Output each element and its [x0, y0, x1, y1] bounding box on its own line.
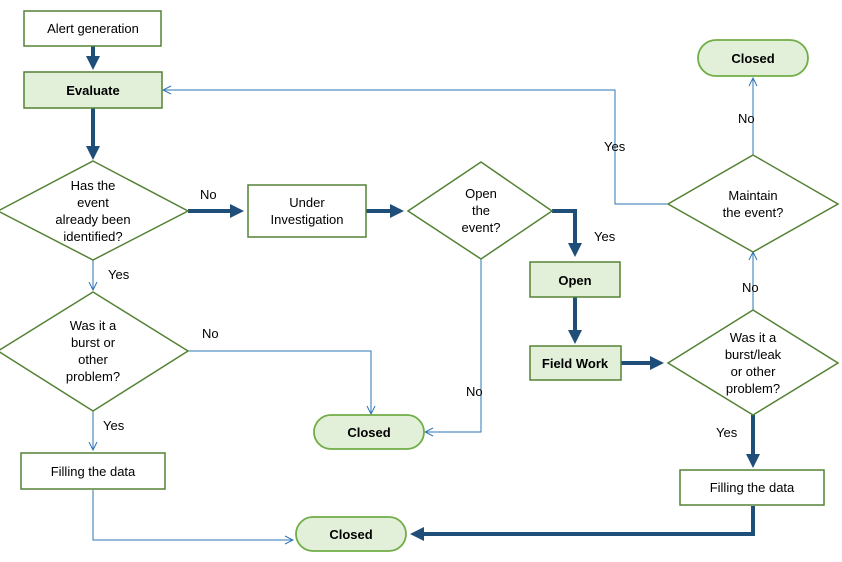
- node-under-investigation-line-1: Under: [289, 195, 325, 210]
- edge-label-maintain-yes: Yes: [604, 139, 626, 154]
- decision-burst-leak-problem: Was it a burst/leak or other problem?: [666, 309, 840, 416]
- node-alert-generation-label: Alert generation: [47, 21, 139, 36]
- node-evaluate-label: Evaluate: [66, 83, 119, 98]
- decision-open-the-event: Open the event?: [406, 161, 554, 260]
- edge-label-leak-yes: Yes: [716, 425, 738, 440]
- decision-already-identified-line-3: already been: [55, 212, 130, 227]
- terminal-closed-top: Closed: [697, 39, 809, 77]
- edge-open-event-yes-to-open: [552, 209, 582, 257]
- decision-maintain-event-line-1: Maintain: [728, 188, 777, 203]
- decision-burst-other-problem-line-1: Was it a: [70, 318, 117, 333]
- edge-label-open-yes: Yes: [594, 229, 616, 244]
- decision-open-the-event-line-2: the: [472, 203, 490, 218]
- decision-burst-leak-problem-line-2: burst/leak: [725, 347, 782, 362]
- node-evaluate: Evaluate: [23, 71, 163, 109]
- node-filling-data-left: Filling the data: [20, 452, 166, 490]
- decision-maintain-event-line-2: the event?: [723, 205, 784, 220]
- edge-label-maintain-no: No: [738, 111, 755, 126]
- node-filling-data-right-label: Filling the data: [710, 480, 795, 495]
- decision-burst-leak-problem-line-1: Was it a: [730, 330, 777, 345]
- decision-open-the-event-line-3: event?: [461, 220, 500, 235]
- edge-label-open-no: No: [466, 384, 483, 399]
- decision-already-identified: Has the event already been identified?: [0, 160, 190, 261]
- decision-already-identified-line-2: event: [77, 195, 109, 210]
- edge-label-burst-yes: Yes: [103, 418, 125, 433]
- edge-label-identified-no: No: [200, 187, 217, 202]
- edge-label-leak-no: No: [742, 280, 759, 295]
- node-open-label: Open: [558, 273, 591, 288]
- node-filling-data-left-label: Filling the data: [51, 464, 136, 479]
- terminal-closed-middle: Closed: [313, 414, 425, 450]
- terminal-closed-top-label: Closed: [731, 51, 774, 66]
- decision-burst-leak-problem-line-3: or other: [731, 364, 776, 379]
- node-under-investigation: Under Investigation: [247, 184, 367, 238]
- terminal-closed-middle-label: Closed: [347, 425, 390, 440]
- edge-label-burst-no: No: [202, 326, 219, 341]
- terminal-closed-bottom-label: Closed: [329, 527, 372, 542]
- terminal-closed-bottom: Closed: [295, 516, 407, 552]
- edge-maintain-yes-to-evaluate: [163, 90, 667, 205]
- node-open: Open: [529, 261, 621, 298]
- node-filling-data-right: Filling the data: [679, 469, 825, 506]
- decision-burst-other-problem-line-2: burst or: [71, 335, 116, 350]
- decision-burst-other-problem: Was it a burst or other problem?: [0, 291, 190, 412]
- decision-burst-leak-problem-line-4: problem?: [726, 381, 780, 396]
- node-alert-generation: Alert generation: [23, 10, 162, 47]
- edge-open-event-no-to-closed-middle: [425, 259, 482, 432]
- node-field-work-label: Field Work: [542, 356, 609, 371]
- node-under-investigation-line-2: Investigation: [271, 212, 344, 227]
- edge-burst-no-to-closed-middle: [188, 350, 371, 414]
- decision-already-identified-line-1: Has the: [71, 178, 116, 193]
- decision-maintain-event: Maintain the event?: [666, 154, 840, 253]
- decision-open-the-event-line-1: Open: [465, 186, 497, 201]
- node-field-work: Field Work: [529, 345, 622, 381]
- decision-burst-other-problem-line-3: other: [78, 352, 108, 367]
- edge-filling-left-to-closed-bottom: [92, 490, 293, 540]
- decision-burst-other-problem-line-4: problem?: [66, 369, 120, 384]
- edge-label-identified-yes: Yes: [108, 267, 130, 282]
- edge-filling-right-to-closed-bottom: [410, 506, 755, 541]
- decision-already-identified-line-4: identified?: [63, 229, 122, 244]
